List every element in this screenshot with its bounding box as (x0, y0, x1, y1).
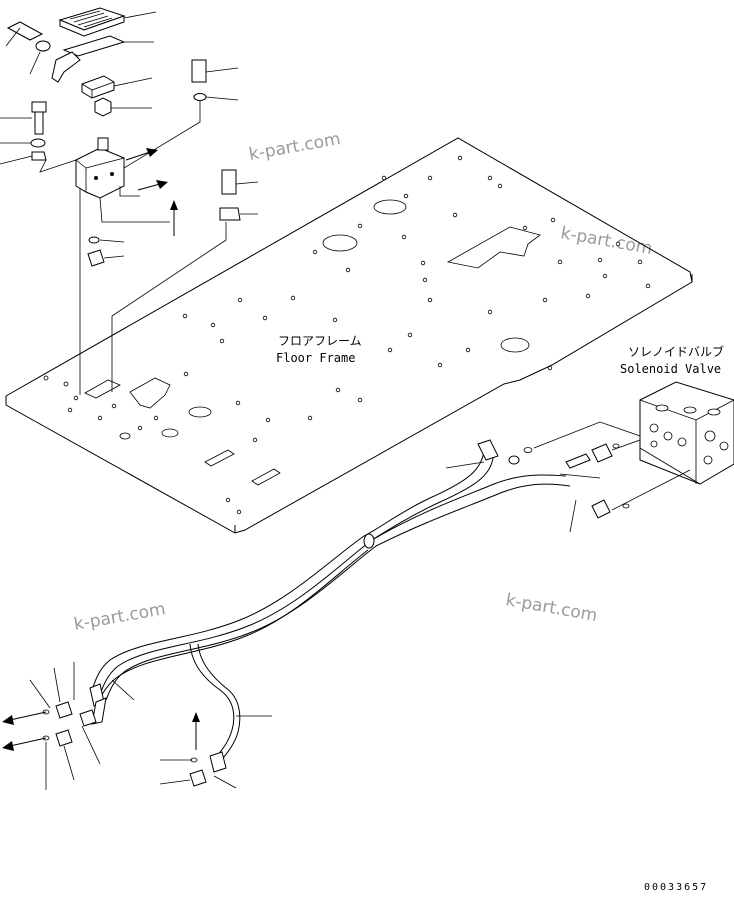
frame-hole-round (322, 234, 358, 252)
solenoid-valve-body (639, 381, 734, 485)
bottom-center-fitting (159, 712, 237, 789)
pedal-valve-body (75, 147, 125, 199)
watermark-3: k-part.com (72, 599, 167, 635)
floor-frame-label-jp: フロアフレーム (278, 334, 362, 348)
fitting-ll-1 (55, 701, 73, 719)
pedal-arm (51, 51, 81, 83)
hose-bundle (89, 439, 571, 773)
fitting-valve-3 (565, 453, 591, 469)
frame-slot-left (84, 379, 121, 399)
bolt-head-left (31, 101, 47, 113)
washer-top-left (35, 40, 51, 52)
elbow-pedal (87, 249, 105, 267)
frame-cutout-a (129, 377, 171, 409)
watermark-4: k-part.com (504, 590, 599, 626)
frame-hole-right (500, 337, 530, 353)
lower-left-fittings (2, 662, 101, 790)
nut-left (31, 151, 47, 161)
solenoid-valve-label-jp: ソレノイドバルブ (628, 344, 724, 359)
bolt-right (191, 59, 207, 83)
frame-bracket-cutout (446, 226, 541, 269)
oring-pedal (88, 236, 100, 244)
watermark-2: k-part.com (559, 223, 654, 259)
nut-center (94, 97, 112, 117)
bolt-top-left (6, 21, 44, 41)
floor-frame-label-en: Floor Frame (276, 351, 355, 365)
hose-fitting-top (477, 439, 499, 461)
fitting-valve-1 (591, 443, 613, 463)
frame-slot-c (204, 449, 235, 467)
frame-hole-b (188, 406, 212, 418)
nut-lower (219, 207, 241, 221)
fitting-bc (189, 769, 207, 787)
frame-hole-e (161, 428, 179, 438)
fitting-ll-2 (55, 729, 73, 747)
watermark-1: k-part.com (247, 129, 342, 165)
hose-clamp (363, 533, 375, 549)
fitting-ll-3 (79, 709, 97, 727)
fitting-valve-2 (591, 499, 611, 519)
frame-hole-f (119, 432, 131, 440)
washer-left (30, 138, 46, 148)
frame-slot-d (251, 468, 281, 486)
drawing-code: 00033657 (644, 882, 708, 893)
frame-bolt-holes (43, 155, 651, 515)
solenoid-valve-label-en: Solenoid Valve (620, 362, 721, 376)
pedal-assembly (0, 7, 259, 395)
pedal-block (81, 75, 115, 99)
frame-slot-top (373, 199, 407, 215)
washer-right (193, 93, 207, 101)
floor-frame-label: フロアフレーム Floor Frame (276, 334, 362, 365)
elbow-upper (508, 455, 520, 465)
floor-frame-plate (5, 137, 693, 534)
hose-fitting-bottom (209, 751, 227, 773)
solenoid-valve: ソレノイドバルブ Solenoid Valve (523, 344, 734, 533)
bolt-lower (221, 169, 237, 195)
